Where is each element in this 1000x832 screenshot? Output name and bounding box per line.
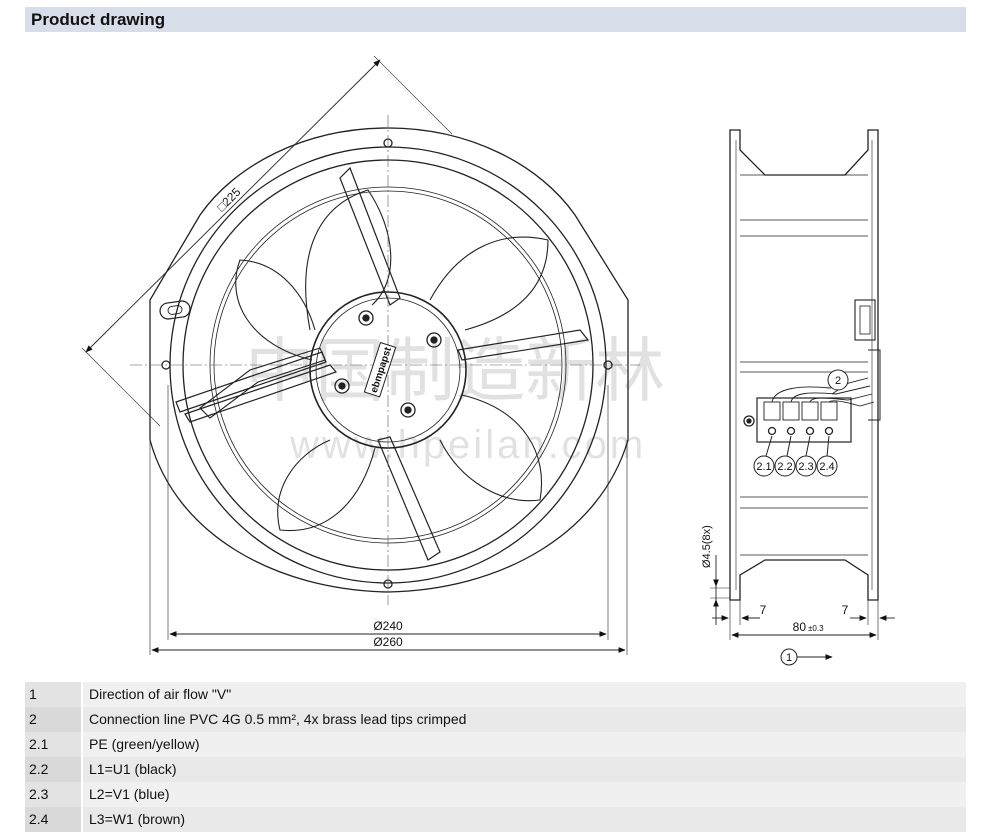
legend-key: 1 [25,682,81,707]
airflow-callout-label: 1 [786,652,792,664]
legend-description: Connection line PVC 4G 0.5 mm², 4x brass… [83,707,966,732]
dimension-80-label: 80 [793,620,807,634]
terminal-label-2-2: 2.2 [777,461,792,473]
terminal-label-2-3: 2.3 [798,461,813,473]
dimension-square [81,55,453,427]
legend-description: PE (green/yellow) [83,732,966,757]
legend-description: L1=U1 (black) [83,757,966,782]
fan-side-view [729,129,881,601]
legend-description: L3=W1 (brown) [83,807,966,832]
legend-key: 2.4 [25,807,81,832]
legend-key: 2.1 [25,732,81,757]
airflow-callout [780,648,798,666]
terminal-label-2-4: 2.4 [819,461,834,473]
dimension-d240-label: Ø240 [373,619,403,633]
watermark-url: www.hpeilan.com [289,423,646,467]
callout-2-label: 2 [835,375,841,387]
cable-channel [199,347,326,419]
side-outline [729,129,879,601]
section-header: Product drawing [25,7,966,32]
dimension-80-tolerance: ±0.3 [808,624,824,633]
terminal-callouts [753,369,849,477]
fan-front-view [130,115,640,605]
dimension-hole-label: Ø4.5(8x) [701,525,713,568]
product-drawing: 中国制造新林 www.hpeilan.com [81,55,895,666]
legend-key: 2 [25,707,81,732]
terminal-block [756,397,852,443]
dimension-7-left-label: 7 [760,603,767,617]
dimension-7-right-label: 7 [842,603,849,617]
side-dimensions [710,555,895,660]
section-title: Product drawing [31,10,166,29]
legend-key: 2.3 [25,782,81,807]
legend-description: Direction of air flow "V" [83,682,966,707]
dimension-d260-label: Ø260 [373,635,403,649]
terminal-label-2-1: 2.1 [756,461,771,473]
legend-description: L2=V1 (blue) [83,782,966,807]
legend-key: 2.2 [25,757,81,782]
dimension-diameters [149,385,628,655]
